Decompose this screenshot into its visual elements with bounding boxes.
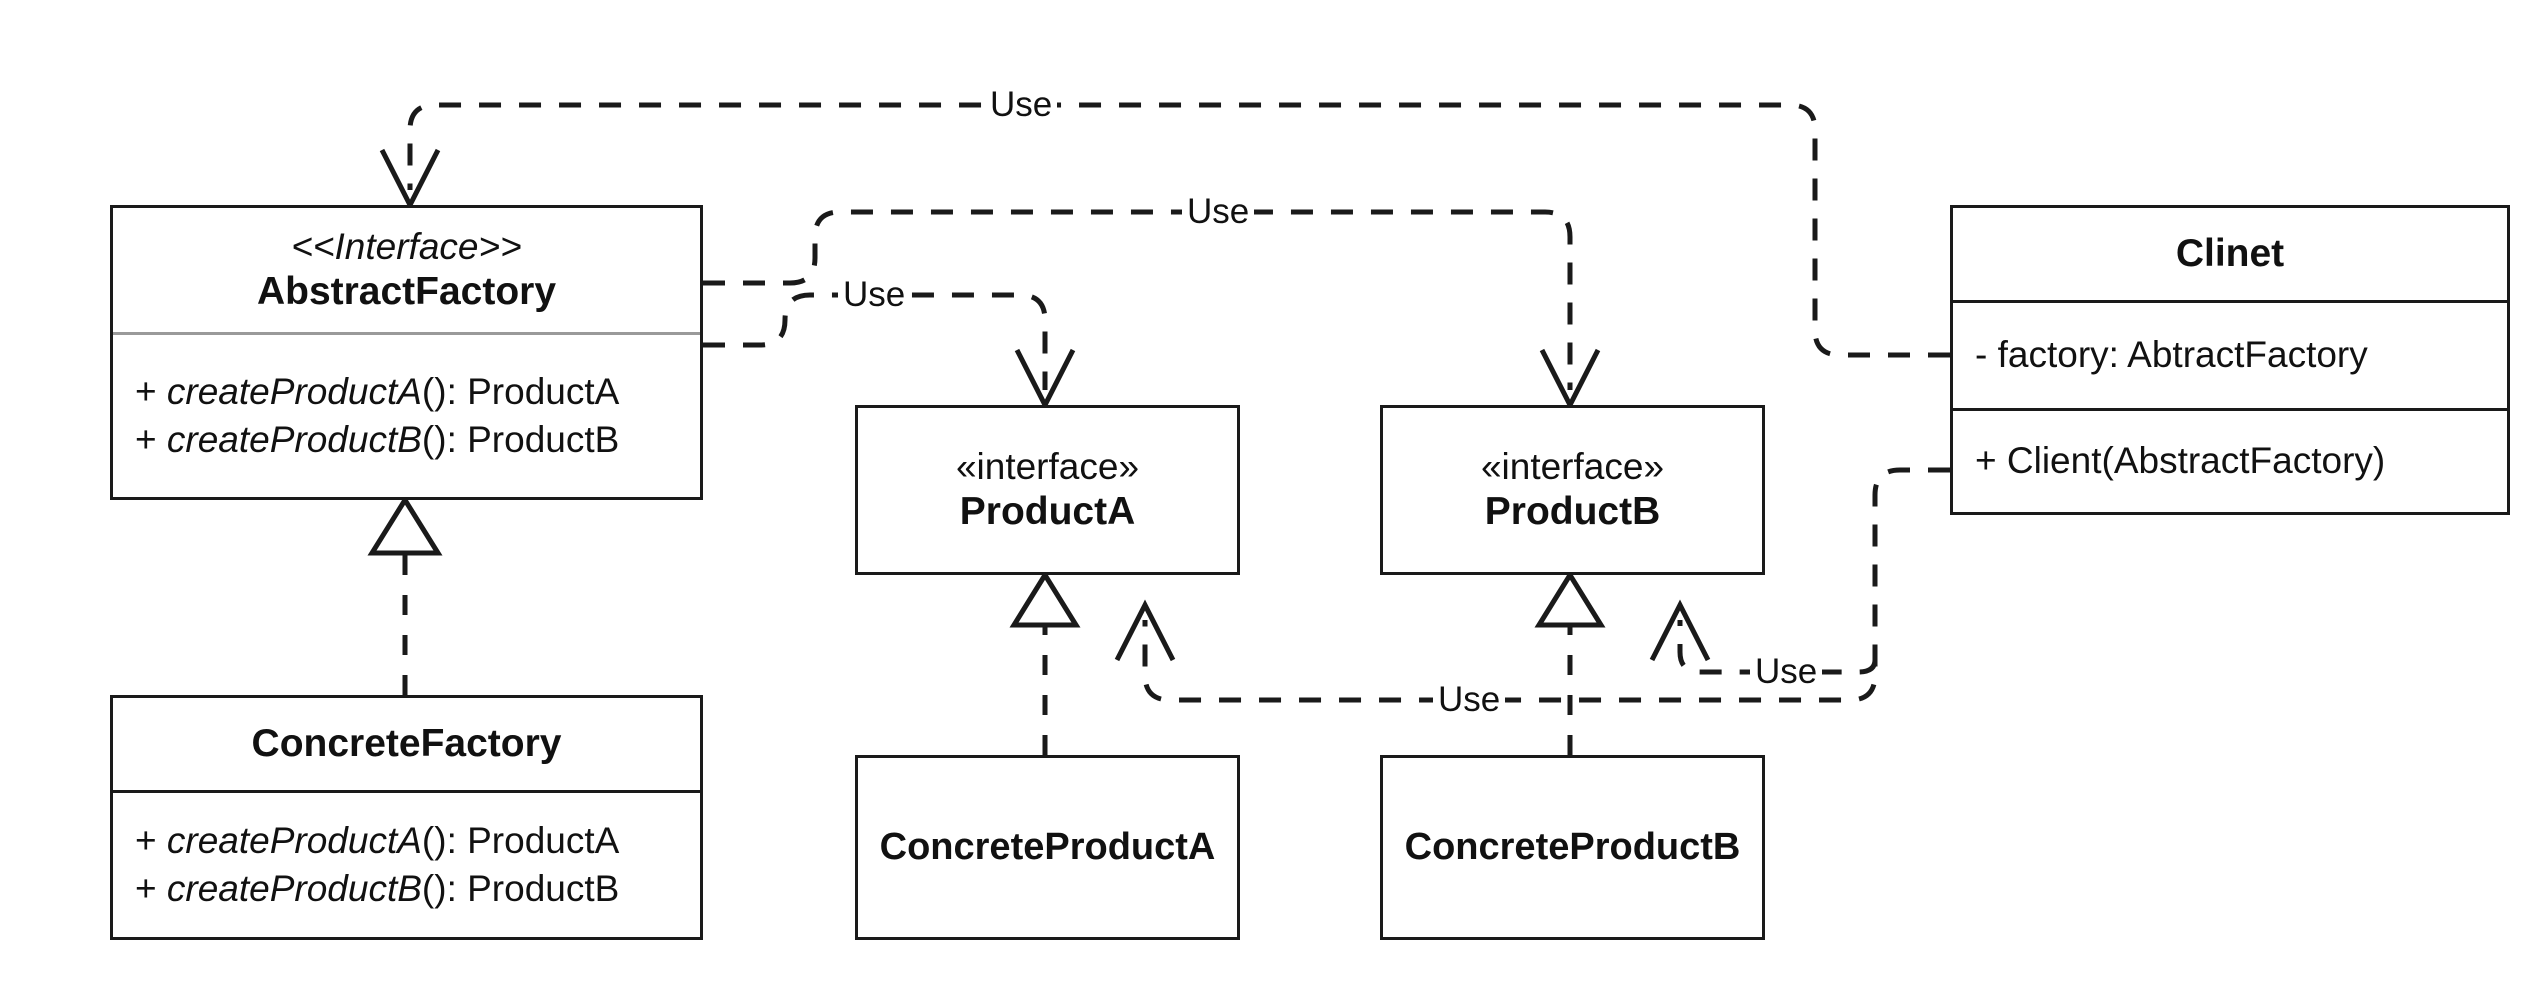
operation-name: createProductA xyxy=(166,370,422,412)
operation-signature-tail: (): ProductB xyxy=(421,868,620,909)
client-class-name: Clinet xyxy=(2175,231,2285,275)
operation-visibility: + xyxy=(135,819,157,861)
operation-signature-tail: (): ProductA xyxy=(421,370,620,412)
edge-label-client-to-producta: Use xyxy=(1433,682,1506,717)
concrete-product-a-name-compartment: ConcreteProductA xyxy=(858,758,1237,937)
realization-concreteproducta-to-producta xyxy=(1009,570,1081,755)
concrete-factory-operations-compartment: + createProductA(): ProductA + createPro… xyxy=(113,790,700,937)
class-product-a[interactable]: «interface» ProductA xyxy=(855,405,1240,575)
operation-name: Client xyxy=(2006,440,2102,482)
abstract-factory-operations-compartment: + createProductA(): ProductA + createPro… xyxy=(113,332,700,497)
class-concrete-product-b[interactable]: ConcreteProductB xyxy=(1380,755,1765,940)
operation-signature-tail: (): ProductA xyxy=(421,819,620,861)
product-a-stereotype: «interface» xyxy=(955,446,1140,488)
class-product-b[interactable]: «interface» ProductB xyxy=(1380,405,1765,575)
concrete-factory-operation: + createProductB(): ProductB xyxy=(135,865,619,913)
abstract-factory-stereotype: <<Interface>> xyxy=(291,226,522,268)
edge-label-abstractfactory-to-productb: Use xyxy=(1182,194,1255,229)
edge-label-client-to-abstractfactory: Use xyxy=(985,87,1058,122)
abstract-factory-class-name: AbstractFactory xyxy=(256,269,557,313)
operation-visibility: + xyxy=(1975,440,1997,482)
class-concrete-product-a[interactable]: ConcreteProductA xyxy=(855,755,1240,940)
operation-visibility: + xyxy=(135,419,157,460)
client-operations-compartment: + Client(AbstractFactory) xyxy=(1953,408,2507,512)
edge-label-client-to-productb: Use xyxy=(1750,654,1823,689)
concrete-product-b-class-name: ConcreteProductB xyxy=(1404,826,1741,869)
abstract-factory-name-compartment: <<Interface>> AbstractFactory xyxy=(113,208,700,332)
attribute-visibility: - xyxy=(1975,334,1988,376)
class-abstract-factory[interactable]: <<Interface>> AbstractFactory + createPr… xyxy=(110,205,703,500)
realization-concretefactory-to-abstractfactory xyxy=(367,495,443,695)
client-attributes-compartment: - factory: AbtractFactory xyxy=(1953,300,2507,408)
client-operation: + Client(AbstractFactory) xyxy=(1975,437,2385,485)
attribute-type: : AbtractFactory xyxy=(2108,334,2368,376)
attribute-name: factory xyxy=(1997,334,2109,376)
realization-concreteproductb-to-productb xyxy=(1534,570,1606,755)
operation-signature-tail: (AbstractFactory) xyxy=(2101,440,2386,482)
edge-label-abstractfactory-to-producta: Use xyxy=(838,277,911,312)
product-a-class-name: ProductA xyxy=(959,489,1136,533)
class-client[interactable]: Clinet - factory: AbtractFactory + Clien… xyxy=(1950,205,2510,515)
class-concrete-factory[interactable]: ConcreteFactory + createProductA(): Prod… xyxy=(110,695,703,940)
concrete-factory-name-compartment: ConcreteFactory xyxy=(113,698,700,790)
operation-name: createProductB xyxy=(166,868,422,909)
client-attribute: - factory: AbtractFactory xyxy=(1975,331,2368,379)
operation-signature-tail: (): ProductB xyxy=(421,419,620,460)
product-b-stereotype: «interface» xyxy=(1480,446,1665,488)
product-b-name-compartment: «interface» ProductB xyxy=(1383,408,1762,572)
product-b-class-name: ProductB xyxy=(1484,489,1661,533)
operation-visibility: + xyxy=(135,370,157,412)
operation-name: createProductB xyxy=(166,419,422,460)
abstract-factory-operation: + createProductA(): ProductA xyxy=(135,368,619,416)
concrete-factory-operation: + createProductA(): ProductA xyxy=(135,817,619,865)
concrete-product-b-name-compartment: ConcreteProductB xyxy=(1383,758,1762,937)
concrete-product-a-class-name: ConcreteProductA xyxy=(879,826,1216,869)
abstract-factory-operation: + createProductB(): ProductB xyxy=(135,416,619,464)
operation-name: createProductA xyxy=(166,819,422,861)
concrete-factory-class-name: ConcreteFactory xyxy=(251,721,562,765)
operation-visibility: + xyxy=(135,868,157,909)
product-a-name-compartment: «interface» ProductA xyxy=(858,408,1237,572)
client-name-compartment: Clinet xyxy=(1953,208,2507,300)
